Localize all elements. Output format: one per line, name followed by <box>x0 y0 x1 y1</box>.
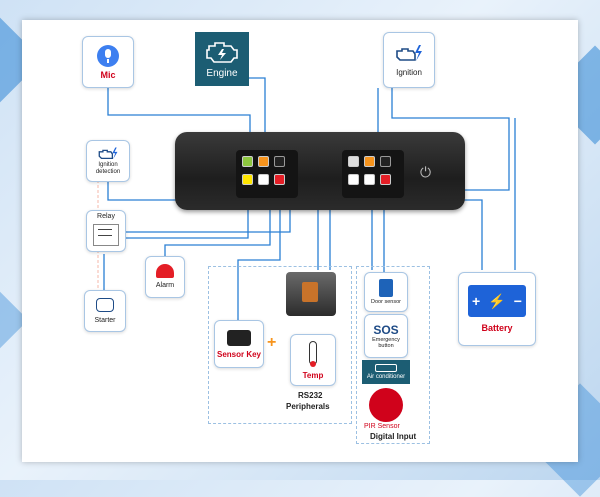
sensor-key-icon <box>227 329 251 346</box>
battery-card: +⚡− Battery <box>458 272 536 346</box>
ignition-detection-label: Ignition detection <box>95 162 121 175</box>
air-conditioner-icon <box>375 364 397 372</box>
mic-label: Mic <box>100 69 116 80</box>
relay-icon <box>93 223 119 246</box>
sos-label: SOS <box>373 322 399 337</box>
relay-card: Relay <box>86 210 126 252</box>
alarm-label: Alarm <box>155 282 175 290</box>
starter-card: Starter <box>84 290 126 332</box>
power-plug-icon: ⏻ <box>420 164 432 180</box>
mic-card: Mic <box>82 36 134 88</box>
alarm-icon <box>156 264 174 279</box>
peripherals-label: Peripherals <box>286 402 330 411</box>
alarm-card: Alarm <box>145 256 185 298</box>
door-sensor-card: Door sensor <box>364 272 408 312</box>
ignition-detection-card: Ignition detection <box>86 140 130 182</box>
sensor-key-label: Sensor Key <box>216 349 262 359</box>
pin-white <box>364 174 375 185</box>
pin-white <box>258 174 269 185</box>
mic-icon <box>97 44 119 67</box>
ignition-icon <box>396 44 422 61</box>
ignition-card: Ignition <box>383 32 435 88</box>
sensor-key-card: Sensor Key <box>214 320 264 368</box>
air-conditioner-card: Air conditioner <box>362 360 410 384</box>
emergency-button-label: Emergency button <box>372 336 400 349</box>
temp-label: Temp <box>302 370 324 380</box>
ignition-label: Ignition <box>396 67 422 77</box>
connector-right <box>342 150 404 198</box>
plus-sign: + <box>267 334 277 351</box>
pin-orange <box>258 156 269 167</box>
battery-icon: +⚡− <box>468 285 526 317</box>
rs232-device-icon <box>286 272 336 316</box>
connector-left <box>236 150 298 198</box>
pin-yellow <box>242 174 253 185</box>
pin-red <box>274 174 285 185</box>
thermometer-icon <box>309 340 317 367</box>
battery-label: Battery <box>481 323 513 333</box>
pin-black <box>274 156 285 167</box>
starter-label: Starter <box>94 316 116 324</box>
tracker-device <box>175 132 465 210</box>
door-sensor-icon <box>379 278 393 297</box>
pin-gray <box>348 156 359 167</box>
relay-label: Relay <box>97 213 115 220</box>
ignition-icon <box>98 147 118 160</box>
engine-card: Engine <box>195 32 249 86</box>
starter-icon <box>96 297 114 312</box>
engine-icon <box>206 41 238 63</box>
rs232-group <box>208 266 352 424</box>
door-sensor-label: Door sensor <box>371 298 401 305</box>
temp-card: Temp <box>290 334 336 386</box>
pir-sensor-icon <box>369 388 403 422</box>
digital-input-group <box>356 266 430 444</box>
pin-orange <box>364 156 375 167</box>
digital-input-label: Digital Input <box>370 432 417 441</box>
engine-label: Engine <box>206 67 238 79</box>
pin-green <box>242 156 253 167</box>
rs232-label: RS232 <box>298 391 323 400</box>
sos-card: SOS Emergency button <box>364 314 408 358</box>
pin-white <box>348 174 359 185</box>
air-conditioner-label: Air conditioner <box>366 374 406 380</box>
pir-sensor-label: PIR Sensor <box>364 423 400 430</box>
pin-red <box>380 174 391 185</box>
pin-black <box>380 156 391 167</box>
